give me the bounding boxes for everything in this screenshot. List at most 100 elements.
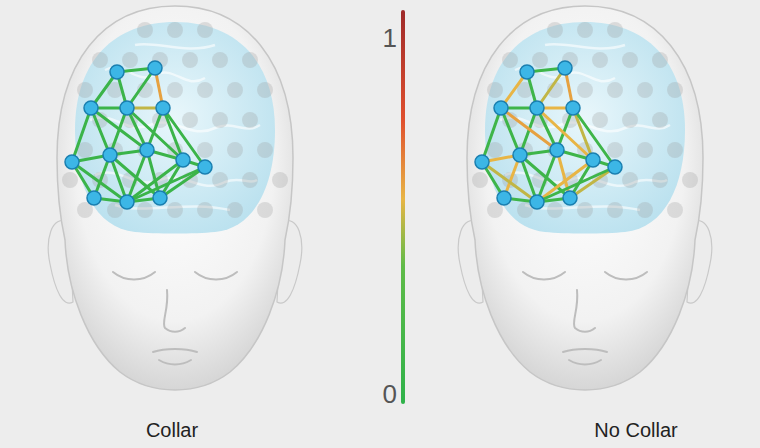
electrode-site <box>182 52 198 68</box>
electrode-site <box>547 22 563 38</box>
electrode-site <box>577 22 593 38</box>
channel-node <box>608 160 622 174</box>
channel-node <box>176 153 190 167</box>
electrode-site <box>607 202 623 218</box>
electrode-site <box>652 172 668 188</box>
brain-fold <box>135 44 215 49</box>
electrode-site <box>257 142 273 158</box>
electrode-site <box>212 52 228 68</box>
electrode-site <box>637 142 653 158</box>
electrode-site <box>167 82 183 98</box>
electrode-site <box>622 52 638 68</box>
channel-node <box>530 101 544 115</box>
electrode-site <box>637 202 653 218</box>
brain <box>75 22 275 234</box>
electrode-site <box>607 22 623 38</box>
channel-node <box>198 160 212 174</box>
channel-node <box>156 101 170 115</box>
electrode-site <box>212 112 228 128</box>
electrode-site <box>272 172 288 188</box>
face-feature <box>164 290 185 332</box>
connectivity-link <box>482 108 501 162</box>
brain-fold <box>545 44 625 49</box>
electrode-site <box>167 22 183 38</box>
connectivity-link <box>537 108 593 160</box>
network <box>65 61 212 209</box>
channel-node <box>148 61 162 75</box>
scale-max: 1 <box>383 25 397 51</box>
electrode-site <box>167 202 183 218</box>
channel-node <box>120 101 134 115</box>
channel-node <box>586 153 600 167</box>
channel-node <box>84 101 98 115</box>
face-feature <box>153 349 197 352</box>
network <box>475 61 622 209</box>
electrode-site <box>487 82 503 98</box>
head-outline <box>467 6 703 390</box>
face-feature <box>195 272 237 280</box>
electrode-site <box>667 142 683 158</box>
electrode-site <box>577 82 593 98</box>
electrode-site <box>607 142 623 158</box>
electrode-site <box>227 202 243 218</box>
electrode-site <box>257 202 273 218</box>
channel-node <box>87 191 101 205</box>
channel-node <box>153 191 167 205</box>
electrode-site <box>212 172 228 188</box>
connectivity-link <box>573 108 615 167</box>
electrode-site <box>607 82 623 98</box>
channel-node <box>497 191 511 205</box>
electrode-site <box>622 172 638 188</box>
electrode-site <box>547 202 563 218</box>
electrode-site <box>592 52 608 68</box>
electrode-site <box>197 82 213 98</box>
brain <box>485 22 685 234</box>
channel-node <box>566 101 580 115</box>
face-feature <box>563 349 607 352</box>
head <box>458 6 711 390</box>
electrode-site <box>577 202 593 218</box>
electrode-site <box>652 112 668 128</box>
connectivity-link <box>127 108 183 160</box>
electrode-site <box>622 112 638 128</box>
electrode-site <box>242 172 258 188</box>
heads <box>48 6 711 390</box>
channel-node <box>65 155 79 169</box>
face-feature <box>574 290 595 332</box>
channel-node <box>550 143 564 157</box>
face-feature <box>113 272 155 280</box>
scale-min: 0 <box>383 381 397 407</box>
electrode-site <box>667 202 683 218</box>
face-feature <box>523 272 565 280</box>
channel-node <box>103 148 117 162</box>
electrode-site <box>137 202 153 218</box>
channel-node <box>120 195 134 209</box>
electrode-site <box>197 202 213 218</box>
connectivity-link <box>163 108 205 167</box>
channel-node <box>494 101 508 115</box>
connectivity-link <box>72 108 91 162</box>
electrode-site <box>682 172 698 188</box>
electrode-site <box>137 22 153 38</box>
electrode-site <box>502 52 518 68</box>
condition-label: No Collar <box>594 420 677 440</box>
electrode-site <box>257 82 273 98</box>
channel-node <box>110 65 124 79</box>
electrode-site <box>592 112 608 128</box>
electrode-site <box>242 52 258 68</box>
electrode-site <box>667 82 683 98</box>
electrode-site <box>62 172 78 188</box>
face-feature <box>569 360 601 365</box>
color-bar <box>401 10 405 404</box>
channel-node <box>513 148 527 162</box>
face-feature <box>159 360 191 365</box>
connectivity-link <box>501 108 557 150</box>
electrode-site <box>652 52 668 68</box>
channel-node <box>475 155 489 169</box>
electrode-site <box>532 52 548 68</box>
electrode-site <box>122 52 138 68</box>
electrode-site <box>227 142 243 158</box>
electrode-site <box>197 142 213 158</box>
